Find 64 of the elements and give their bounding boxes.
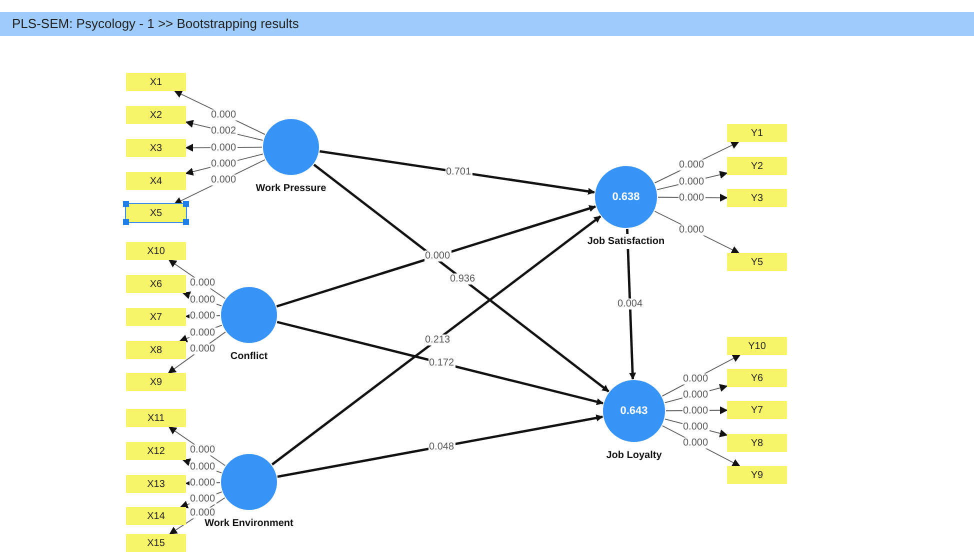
edge-label: 0.000 <box>678 160 706 170</box>
indicator-box: X4 <box>126 172 186 190</box>
edge-label: 0.000 <box>210 109 238 120</box>
indicator-box: X1 <box>126 73 186 91</box>
edge-label: 0.000 <box>210 142 238 153</box>
indicator-box: Y2 <box>727 157 787 175</box>
edge-label: 0.048 <box>428 441 456 452</box>
arrow <box>276 320 604 406</box>
indicator-box: X5 <box>126 204 186 222</box>
indicator-box: X6 <box>126 275 186 293</box>
edge-label: 0.004 <box>616 298 644 310</box>
indicator-box: Y9 <box>727 466 787 484</box>
arrow <box>277 414 604 478</box>
edge-label: 0.000 <box>682 438 710 448</box>
indicator-box: X13 <box>126 475 186 493</box>
indicator-box: Y10 <box>727 337 787 355</box>
indicator-box: Y6 <box>727 369 787 387</box>
r-squared-value: 0.638 <box>612 190 640 205</box>
arrow <box>276 205 596 308</box>
edge-label: 0.000 <box>188 343 216 354</box>
arrow <box>271 215 602 466</box>
indicator-box: X10 <box>126 242 186 260</box>
edge-label: 0.000 <box>210 158 238 170</box>
edge-label: 0.936 <box>448 274 476 284</box>
edge-label: 0.002 <box>210 126 238 136</box>
title-bar: PLS-SEM: Psycology - 1 >> Bootstrapping results <box>0 12 974 36</box>
r-squared-value: 0.643 <box>620 404 648 419</box>
edge-label: 0.000 <box>188 494 216 504</box>
arrow <box>320 150 596 195</box>
indicator-box: X2 <box>126 106 186 124</box>
edge-label: 0.000 <box>188 294 216 305</box>
edge-label: 0.000 <box>188 278 216 288</box>
edge-label: 0.000 <box>678 224 706 235</box>
edge-label: 0.000 <box>424 250 452 262</box>
edge-label: 0.000 <box>210 174 238 186</box>
edge-label: 0.000 <box>678 176 706 187</box>
indicator-box: X14 <box>126 507 186 525</box>
edge-label: 0.000 <box>188 461 216 472</box>
edge-label: 0.000 <box>188 327 216 338</box>
indicator-box: X8 <box>126 341 186 359</box>
indicator-box: X12 <box>126 442 186 460</box>
edge-label: 0.172 <box>428 358 456 368</box>
edge-label: 0.000 <box>682 373 710 384</box>
edge-label: 0.213 <box>424 334 452 345</box>
edge-label: 0.000 <box>188 444 216 456</box>
edge-label: 0.000 <box>678 192 706 203</box>
indicator-box: Y3 <box>727 189 787 207</box>
edge-label: 0.701 <box>444 166 472 178</box>
indicator-box: X11 <box>126 409 186 427</box>
indicator-box: Y8 <box>727 434 787 452</box>
indicator-box: X7 <box>126 308 186 326</box>
construct-name: Job Satisfaction <box>586 234 666 249</box>
indicator-box: X15 <box>126 534 186 552</box>
edge-label: 0.000 <box>682 422 710 432</box>
indicator-box: X9 <box>126 373 186 391</box>
indicator-box: Y5 <box>727 253 787 271</box>
edge-label: 0.000 <box>188 507 216 518</box>
construct-name: Job Loyalty <box>605 448 663 463</box>
indicator-box: Y1 <box>727 124 787 142</box>
indicator-box: Y7 <box>727 401 787 419</box>
arrow <box>313 164 610 392</box>
edge-label: 0.000 <box>682 405 710 416</box>
indicator-box: X3 <box>126 139 186 157</box>
edge-label: 0.000 <box>682 389 710 400</box>
